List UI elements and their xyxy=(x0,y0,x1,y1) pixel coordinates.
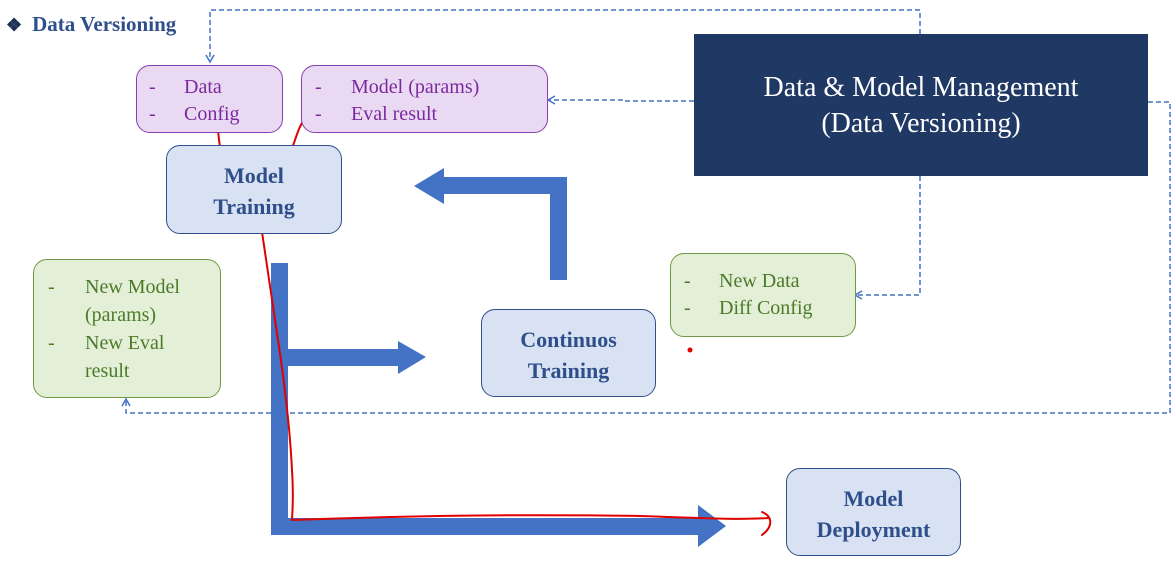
list-item-continuation: (params) xyxy=(85,304,157,326)
dashed-connectors xyxy=(121,9,1171,414)
list-item-continuation: result xyxy=(85,360,130,382)
management-title: Data & Model Management xyxy=(763,72,1079,103)
trunk-bottom xyxy=(271,518,698,535)
list-item: Data xyxy=(184,76,222,98)
model-deployment-line1: Model xyxy=(843,486,904,511)
model-training-line2: Training xyxy=(213,194,295,219)
return-arrow-head xyxy=(414,168,444,204)
model-training-box: Model Training xyxy=(166,145,342,234)
dashed-link-mgmt-to-new-data xyxy=(853,176,921,300)
model-eval-box: -Model (params) -Eval result xyxy=(301,65,548,133)
list-item: Diff Config xyxy=(719,297,813,319)
end-hook xyxy=(761,511,772,536)
trunk-vertical xyxy=(271,263,288,535)
model-training-line1: Model xyxy=(224,163,284,188)
new-data-box: -New Data -Diff Config xyxy=(670,253,856,337)
dashed-link-mgmt-to-data-config xyxy=(205,9,921,64)
page-heading: ❖ Data Versioning xyxy=(6,12,176,37)
arrow-to-deployment-head xyxy=(698,505,726,547)
dashed-link-mgmt-to-new-model xyxy=(121,101,1171,414)
continuous-training-line2: Training xyxy=(527,358,610,383)
continuous-training-line1: Continuos xyxy=(520,327,617,352)
new-model-box: -New Model (params) -New Eval result xyxy=(33,259,221,398)
list-item: Eval result xyxy=(351,103,438,125)
data-model-management-box: Data & Model Management (Data Versioning… xyxy=(694,34,1148,176)
trunk-scribble xyxy=(261,231,769,521)
continuous-training-box: Continuos Training xyxy=(481,309,656,397)
return-vertical xyxy=(550,177,567,280)
dashed-link-mgmt-to-model-eval xyxy=(546,95,694,105)
heading-text: Data Versioning xyxy=(32,12,177,36)
branch-to-continuous xyxy=(288,349,398,366)
list-item: Model (params) xyxy=(351,76,480,98)
red-dot xyxy=(687,347,693,353)
return-horizontal xyxy=(444,177,567,194)
diamond-bullet-icon: ❖ xyxy=(6,15,23,35)
list-item: New Model xyxy=(85,276,180,298)
model-deployment-line2: Deployment xyxy=(816,517,931,542)
model-deployment-box: Model Deployment xyxy=(786,468,961,556)
arrow-to-continuous-head xyxy=(398,341,426,374)
data-config-box: -Data -Config xyxy=(136,65,283,133)
management-subtitle: (Data Versioning) xyxy=(821,108,1021,139)
list-item: Config xyxy=(184,103,240,125)
list-item: New Data xyxy=(719,270,800,292)
block-arrows xyxy=(271,168,726,547)
list-item: New Eval xyxy=(85,332,165,354)
